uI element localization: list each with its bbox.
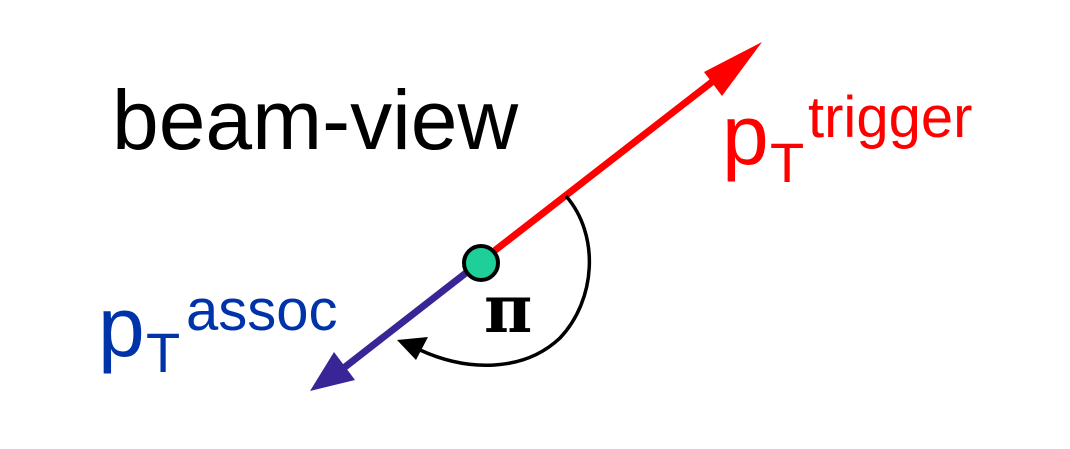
trigger-label-subscript: T [770, 131, 804, 194]
assoc-arrowhead [310, 352, 355, 391]
assoc-vector-line [332, 258, 484, 378]
trigger-label: p T trigger [722, 85, 972, 194]
origin-dot [462, 244, 500, 282]
trigger-label-symbol: p [722, 88, 769, 182]
assoc-label-superscript: assoc [186, 278, 338, 343]
assoc-label-subscript: T [146, 321, 180, 384]
trigger-arrowhead [704, 42, 762, 96]
trigger-label-superscript: trigger [808, 85, 972, 150]
assoc-label: p T assoc [98, 278, 338, 384]
assoc-label-symbol: p [98, 280, 145, 374]
trigger-vector-line [476, 64, 734, 266]
angle-arc [419, 194, 591, 367]
diagram-title: beam-view [112, 73, 518, 167]
angle-arc-arrowhead [397, 337, 428, 360]
angle-label: π [484, 270, 532, 348]
